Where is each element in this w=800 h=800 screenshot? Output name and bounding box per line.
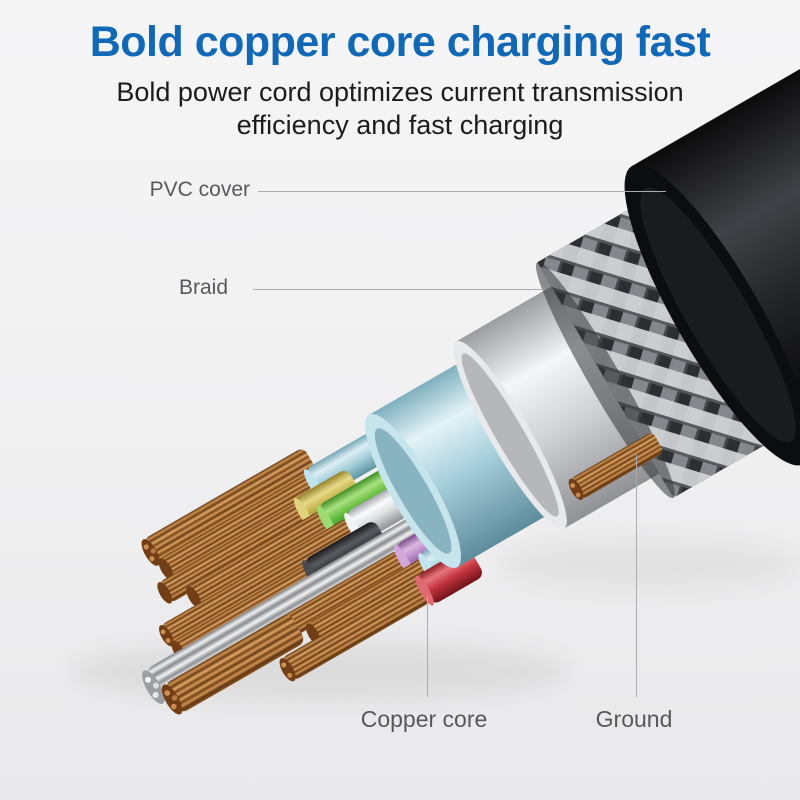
ground-label: Ground bbox=[595, 706, 673, 732]
braid-leader-line bbox=[253, 289, 545, 290]
subtitle: Bold power cord optimizes current transm… bbox=[0, 76, 800, 142]
subtitle-line-2: efficiency and fast charging bbox=[236, 109, 564, 140]
ground-leader-line bbox=[636, 455, 637, 697]
pvc-cover-label: PVC cover bbox=[149, 178, 250, 201]
cable-braid-shield bbox=[535, 196, 788, 499]
wire-copper-bundle-front bbox=[161, 615, 304, 715]
cable-shadow-right bbox=[500, 539, 800, 591]
subtitle-line-1: Bold power cord optimizes current transm… bbox=[116, 77, 684, 107]
headline: Bold copper core charging fast bbox=[89, 18, 711, 66]
pvc-cover-leader-line bbox=[258, 191, 666, 192]
wire-red bbox=[279, 548, 482, 682]
ground-wire bbox=[568, 433, 663, 500]
cable-pvc-jacket bbox=[624, 0, 800, 466]
wire-copper-bundle-back bbox=[141, 449, 316, 566]
copper-core-label: Copper core bbox=[360, 706, 488, 732]
cable-inner-sheath bbox=[365, 356, 558, 568]
copper-core-leader-line bbox=[427, 596, 428, 697]
braid-label: Braid bbox=[178, 276, 228, 299]
